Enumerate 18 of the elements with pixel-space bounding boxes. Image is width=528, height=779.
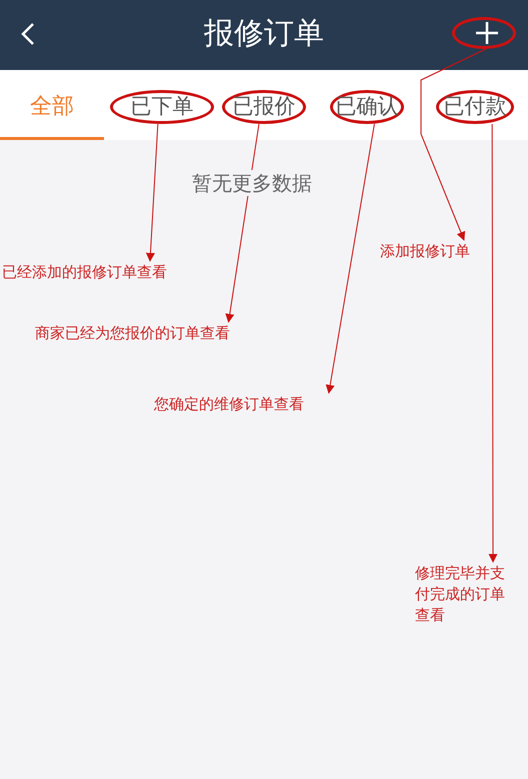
annotation-text: 添加报修订单 (380, 241, 492, 263)
page-title: 报修订单 (203, 15, 325, 53)
tab-label: 全部 (30, 93, 74, 121)
circled-tab: 已报价 (222, 90, 306, 124)
annotation-text: 修理完毕并支付完成的订单查看 (415, 563, 509, 629)
arrow (146, 124, 158, 262)
annotation-text: 您确定的维修订单查看 (154, 394, 338, 416)
circled-add-button (452, 17, 516, 49)
circled-tab: 已付款 (436, 90, 514, 124)
arrow (326, 124, 375, 394)
annotation-text: 商家已经为您报价的订单查看 (35, 323, 271, 345)
circled-tab: 已确认 (330, 90, 404, 124)
arrow (488, 124, 498, 563)
arrow (225, 124, 260, 323)
arrow (420, 48, 486, 241)
annotation-text: 已经添加的报修订单查看 (2, 262, 202, 284)
empty-state-text: 暂无更多数据 (192, 170, 312, 196)
circled-tab: 已下单 (110, 90, 214, 124)
